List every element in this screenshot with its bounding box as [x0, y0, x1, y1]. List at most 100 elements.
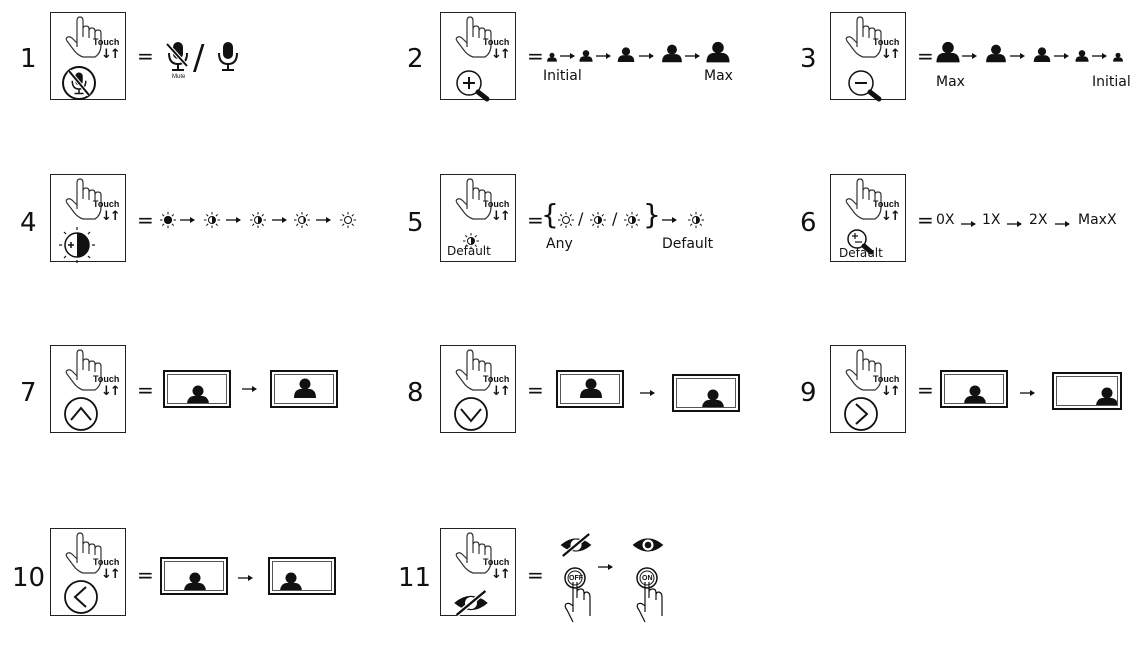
equals-sign: = — [917, 44, 934, 68]
touch-button-box[interactable]: Touch ↓↑ — [440, 528, 516, 616]
off-label: OFF — [569, 575, 583, 582]
touch-button-box[interactable]: Touch ↓↑ — [50, 528, 126, 616]
touch-label: Touch — [93, 199, 120, 209]
on-label: ON — [642, 575, 653, 582]
up-down-arrows: ↓↑ — [491, 567, 511, 582]
eye-off-icon — [441, 529, 517, 617]
item-number: 7 — [20, 378, 37, 408]
default-label: Default — [839, 246, 883, 260]
item-number: 1 — [20, 44, 37, 74]
equals-sign: = — [137, 208, 154, 232]
screen-before — [940, 370, 1008, 408]
up-down-arrows: ↓↑ — [491, 384, 511, 399]
item-number: 10 — [12, 563, 46, 593]
brace-close: } — [643, 198, 661, 231]
touch-button-box[interactable]: Touch ↓↑ — [50, 174, 126, 263]
touch-button-box[interactable]: Touch ↓↑ — [440, 345, 516, 433]
any-contrast-set — [557, 211, 641, 229]
initial-label: Initial — [543, 68, 582, 84]
max-label: Max — [704, 68, 733, 84]
up-down-arrows: ↓↑ — [881, 209, 901, 224]
equals-sign: = — [137, 378, 154, 402]
eye-icon — [632, 538, 664, 552]
up-down-arrows: ↓↑ — [101, 209, 121, 224]
eye-off-icon — [556, 530, 596, 560]
touch-label: Touch — [873, 199, 900, 209]
up-down-arrows: ↓↑ — [491, 209, 511, 224]
initial-label: Initial — [1092, 74, 1131, 90]
zoom-toggle-icon — [847, 229, 874, 255]
max-label: Max — [936, 74, 965, 90]
default-label: Default — [447, 244, 491, 258]
up-down-arrows: ↓↑ — [101, 47, 121, 62]
touch-label: Touch — [483, 557, 510, 567]
zoom-max: MaxX — [1078, 212, 1117, 228]
slash-separator: / — [193, 38, 205, 78]
arrow-icon — [960, 220, 977, 228]
chevron-down-icon — [454, 397, 488, 431]
mute-mic-icon — [165, 41, 189, 71]
chevron-left-icon — [64, 580, 98, 614]
touch-label: Touch — [483, 37, 510, 47]
slash-separator: / — [612, 209, 618, 228]
arrow-icon — [1054, 220, 1071, 228]
volume-decrease-sequence — [936, 41, 1123, 63]
zoom-0x: 0X — [936, 212, 955, 228]
touch-button-box[interactable]: Touch ↓↑ — [50, 12, 126, 100]
up-down-arrows: ↓↑ — [101, 384, 121, 399]
item-number: 4 — [20, 208, 37, 238]
equals-sign: = — [527, 563, 544, 587]
screen-after-down — [672, 374, 740, 412]
item-number: 3 — [800, 44, 817, 74]
up-down-arrows: ↓↑ — [491, 47, 511, 62]
item-number: 11 — [398, 563, 432, 593]
zoom-out-icon — [848, 70, 882, 102]
to-default-arrow — [661, 211, 705, 229]
equals-sign: = — [917, 378, 934, 402]
touch-label: Touch — [93, 37, 120, 47]
touch-button-box[interactable]: Touch ↓↑ Default — [830, 174, 906, 262]
screen-after-up — [270, 370, 338, 408]
touch-label: Touch — [483, 374, 510, 384]
arrow-icon — [241, 385, 258, 393]
touch-label: Touch — [873, 374, 900, 384]
up-down-arrows: ↓↑ — [101, 567, 121, 582]
equals-sign: = — [137, 563, 154, 587]
equals-sign: = — [527, 208, 544, 232]
slash-separator: / — [578, 209, 584, 228]
equals-sign: = — [527, 378, 544, 402]
zoom-1x: 1X — [982, 212, 1001, 228]
screen-before — [556, 370, 624, 408]
touch-button-box[interactable]: Touch ↓↑ — [50, 345, 126, 433]
screen-after-right — [1052, 372, 1122, 410]
equals-sign: = — [137, 44, 154, 68]
mute-label: Mute — [172, 74, 186, 80]
item-number: 5 — [407, 208, 424, 238]
touch-label: Touch — [483, 199, 510, 209]
any-label: Any — [546, 236, 573, 252]
equals-sign: = — [527, 44, 544, 68]
touch-button-box[interactable]: Touch ↓↑ Default — [440, 174, 516, 262]
item-number: 9 — [800, 378, 817, 408]
arrow-icon — [1006, 220, 1023, 228]
touch-label: Touch — [873, 37, 900, 47]
zoom-2x: 2X — [1029, 212, 1048, 228]
equals-sign: = — [917, 208, 934, 232]
touch-label: Touch — [93, 557, 120, 567]
up-down-arrows: ↓↑ — [881, 47, 901, 62]
mic-icon — [218, 41, 238, 71]
touch-label: Touch — [93, 374, 120, 384]
touch-button-box[interactable]: Touch ↓↑ — [830, 345, 906, 433]
chevron-right-icon — [844, 397, 878, 431]
item-number: 6 — [800, 208, 817, 238]
touch-button-box[interactable]: Touch ↓↑ — [440, 12, 516, 102]
zoom-in-icon — [456, 70, 490, 102]
screen-before — [163, 370, 231, 408]
default-brightness-icon — [462, 232, 480, 250]
touch-button-box[interactable]: Touch ↓↑ — [830, 12, 906, 102]
arrow-icon — [639, 389, 656, 397]
item-number: 2 — [407, 44, 424, 74]
brightness-icon — [59, 227, 95, 263]
up-down-arrows: ↓↑ — [881, 384, 901, 399]
brightness-sequence — [159, 211, 357, 229]
